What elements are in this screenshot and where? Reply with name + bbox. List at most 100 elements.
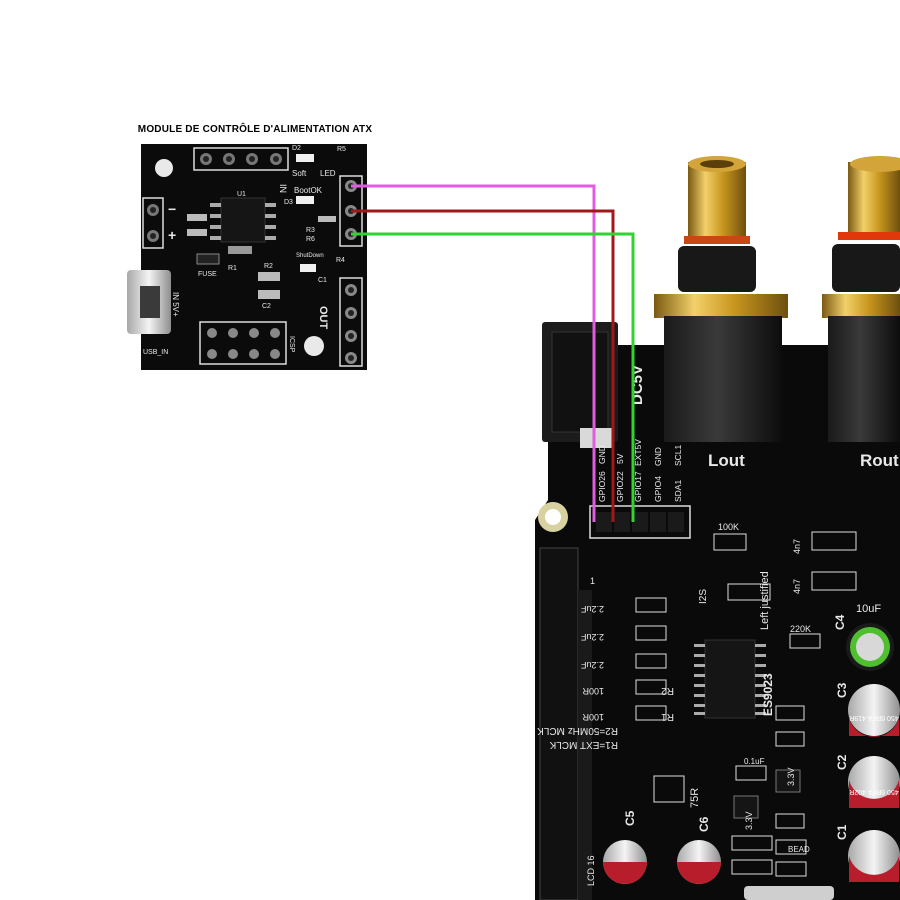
label-r1: R1 [228, 265, 237, 272]
regulator [733, 795, 759, 819]
label-lcd16: LCD 16 [586, 855, 596, 886]
smd-part [258, 272, 280, 281]
smd-part [811, 531, 857, 551]
cap-c2-print: 450 6RFA 402R [849, 788, 898, 795]
label-r2-mclk: R2=50MHz MCLK [537, 725, 618, 736]
rca-jack-right [822, 156, 900, 442]
led-d3 [296, 196, 314, 204]
smd-part [635, 679, 667, 695]
rca-jack-left [654, 156, 788, 442]
label-icsp: ICSP [288, 336, 295, 353]
label-r5: R5 [337, 146, 346, 153]
header-label-scl1: SCL1 [673, 444, 683, 466]
capacitor-c1 [848, 830, 900, 882]
header-label-gnd: GND [597, 445, 607, 464]
wire-green [351, 232, 635, 522]
top-header [193, 147, 289, 171]
label-220k: 220K [790, 624, 811, 634]
dac-board: DC5V Lout Rout GPIO26 GND GPIO22 5V GPIO… [535, 156, 900, 900]
header-label-gnd-2: GND [653, 447, 663, 466]
label-3v3-a: 3.3V [786, 767, 796, 786]
label-in: IN [278, 184, 288, 193]
label-cap-b: 2.2uF [580, 632, 604, 642]
diagram-title: MODULE DE CONTRÔLE D'ALIMENTATION ATX [137, 124, 373, 135]
mounting-hole [155, 159, 173, 177]
label-01uf: 0.1uF [744, 757, 765, 766]
led-d1 [300, 264, 316, 272]
smd-part [731, 859, 773, 875]
label-soft: Soft [292, 169, 307, 178]
label-r3: R3 [306, 227, 315, 234]
label-in5v: IN 5V+ [171, 292, 180, 317]
icsp-header [199, 321, 287, 365]
label-lout: Lout [708, 451, 745, 470]
label-r1: R1 [661, 711, 674, 722]
label-cap-a: 2.2uF [580, 604, 604, 614]
label-cap-c: 2.2uF [580, 660, 604, 670]
smd-part [727, 583, 771, 601]
smd-part [635, 597, 667, 613]
label-i2s: I2S [698, 589, 709, 604]
label-minus: − [168, 201, 176, 217]
smd-part [187, 214, 207, 221]
label-c4-value: 10uF [856, 603, 881, 615]
label-r1-mclk: R1=EXT MCLK [549, 739, 618, 750]
pi-40-pin-header [539, 547, 592, 900]
mounting-hole [304, 336, 324, 356]
out-header [339, 277, 363, 367]
smd-part [775, 839, 807, 855]
smd-part [635, 653, 667, 669]
micro-usb-connector [127, 270, 171, 334]
label-es9023: ES9023 [761, 673, 775, 716]
header-label-gpio26: GPIO26 [597, 471, 607, 502]
label-u1: U1 [237, 191, 246, 198]
label-r2: R2 [264, 263, 273, 270]
smd-part [635, 625, 667, 641]
smd-part [635, 705, 667, 721]
label-r6: R6 [306, 236, 315, 243]
label-c4: C4 [833, 614, 847, 630]
label-plus: + [168, 227, 176, 243]
label-fuse: FUSE [198, 271, 217, 278]
label-c1: C1 [318, 277, 327, 284]
label-d2: D2 [292, 145, 301, 152]
smd-part [775, 705, 805, 721]
header-label-gpio17: GPIO17 [633, 471, 643, 502]
label-4n7-a: 4n7 [792, 539, 802, 554]
header-label-5v: 5V [615, 453, 625, 464]
capacitor-c4 [846, 623, 894, 671]
label-pin1: 1 [590, 576, 595, 586]
header-label-sda1: SDA1 [673, 480, 683, 502]
dac-pcb [535, 345, 900, 900]
wire-magenta [351, 184, 596, 522]
atx-power-module: D2 R5 Soft LED BootOK D3 R3 R6 ShutDown … [127, 144, 367, 370]
capacitor-c5 [603, 840, 647, 884]
label-shutdown: ShutDown [296, 253, 324, 259]
cap-c3-print: 450 6RFA 419R [849, 714, 898, 721]
smd-part [811, 571, 857, 591]
label-usb-in: USB_IN [143, 349, 168, 356]
label-bead: BEAD [788, 845, 810, 854]
smd-part [653, 775, 685, 803]
smd-part [318, 216, 336, 222]
smd-part [187, 229, 207, 236]
label-out: OUT [317, 306, 329, 330]
label-100r-1: 100R [582, 686, 604, 696]
smd-part [731, 835, 773, 851]
capacitor-c2 [848, 756, 900, 808]
capacitor-c3 [848, 684, 900, 737]
label-d3: D3 [284, 199, 293, 206]
regulator [775, 769, 801, 793]
smd-part [258, 290, 280, 299]
label-r4: R4 [336, 257, 345, 264]
label-c3: C3 [835, 682, 849, 698]
smd-part [775, 731, 805, 747]
label-c2: C2 [262, 303, 271, 310]
dc-jack [542, 322, 618, 448]
gpio-header [589, 505, 691, 539]
label-c6: C6 [697, 816, 711, 832]
crystal [744, 886, 834, 900]
smd-part [228, 246, 252, 254]
label-3v3-b: 3.3V [744, 811, 754, 830]
